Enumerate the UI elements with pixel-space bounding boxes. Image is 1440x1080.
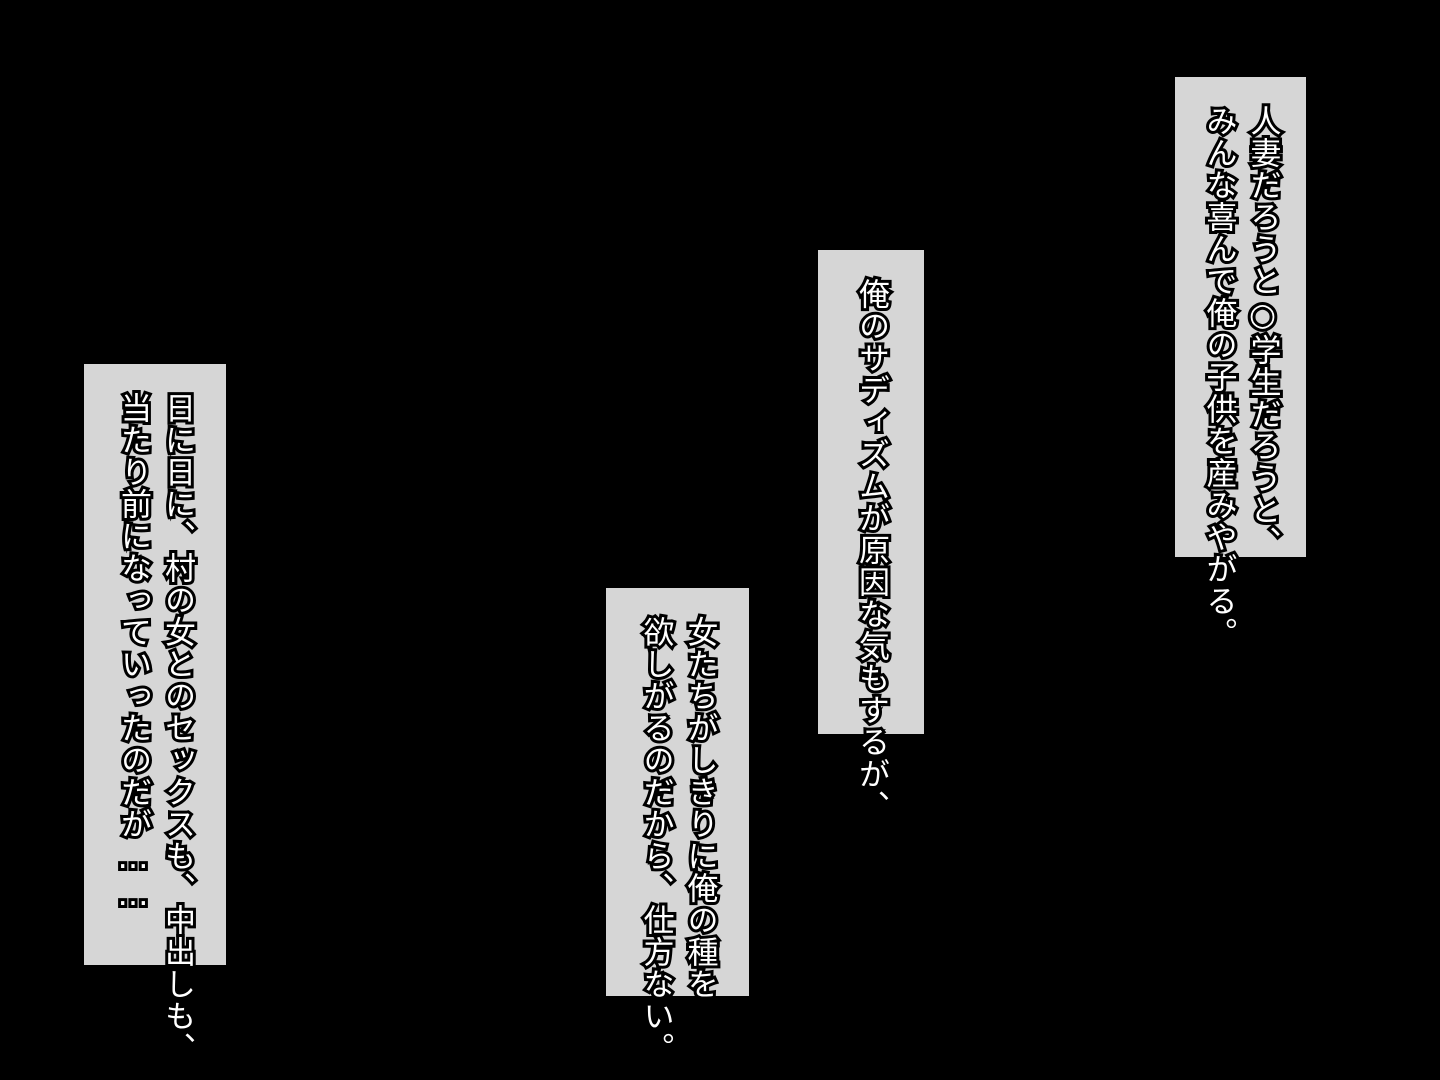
- text-panel-1: 人妻だろうと○学生だろうと、 みんな喜んで俺の子供を産みやがる。: [1175, 77, 1306, 652]
- panel-3-line-2: 欲しがるのだから、仕方ない。: [635, 613, 677, 1067]
- panel-1-line-1: 人妻だろうと○学生だろうと、: [1242, 102, 1284, 561]
- panel-4-line-1: 日に日に、村の女とのセックスも、中出しも、: [156, 389, 198, 1067]
- panel-4-line-2: 当たり前になっていったのだが……: [112, 389, 154, 917]
- panel-2-line-1: 俺のサディズムが原因な気もするが、: [850, 275, 892, 825]
- panel-1-line-2: みんな喜んで俺の子供を産みやがる。: [1198, 102, 1240, 652]
- panel-3-line-1: 女たちがしきりに俺の種を: [679, 613, 721, 1003]
- text-panel-3: 女たちがしきりに俺の種を 欲しがるのだから、仕方ない。: [606, 588, 749, 1067]
- text-panel-4: 日に日に、村の女とのセックスも、中出しも、 当たり前になっていったのだが……: [84, 364, 226, 1067]
- text-panel-2: 俺のサディズムが原因な気もするが、: [818, 250, 924, 825]
